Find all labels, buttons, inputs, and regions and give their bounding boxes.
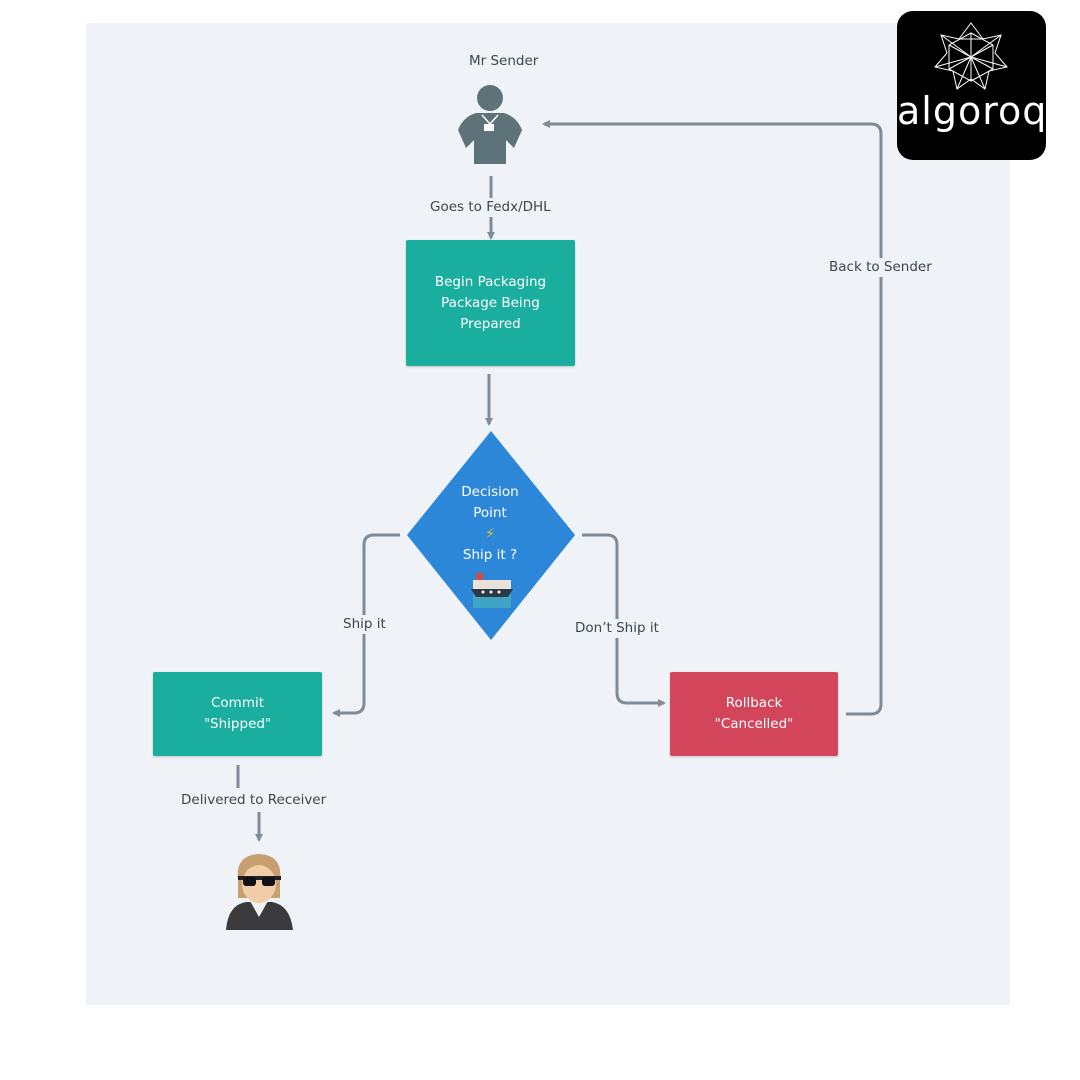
edge-label-back-to-sender: Back to Sender [826,258,935,277]
commit-node[interactable]: Commit "Shipped" [153,672,322,756]
packaging-line-2: Package Being [441,294,540,311]
lightning-icon: ⚡ [485,526,495,542]
rollback-node[interactable]: Rollback "Cancelled" [670,672,838,756]
algoroq-logo: algoroq [897,11,1046,160]
packaging-node[interactable]: Begin Packaging Package Being Prepared [406,240,575,366]
edge-label-dont-ship: Don’t Ship it [572,619,662,638]
edge-label-delivered: Delivered to Receiver [178,791,330,810]
ship-icon [471,573,513,608]
edge-back-to-sender [542,120,883,716]
receiver-icon [226,854,293,930]
edge-label-ship-it: Ship it [340,615,389,634]
person-sender-icon [458,85,522,164]
commit-line-2: "Shipped" [203,716,272,732]
rollback-line-2: "Cancelled" [714,716,794,732]
decision-label: Decision Point ⚡ Ship it ? [430,482,550,566]
commit-line-1: Commit [210,695,265,711]
decision-line-2: Point [473,505,507,521]
sender-label: Mr Sender [469,53,539,69]
decision-node [407,431,575,640]
rollback-line-1: Rollback [725,695,783,711]
star-polyhedron-icon [934,22,1008,90]
packaging-line-1: Begin Packaging [434,273,547,290]
decision-line-1: Decision [461,484,519,500]
edge-label-goes-to: Goes to Fedx/DHL [427,198,554,217]
logo-wordmark: algoroq [897,89,1048,133]
decision-line-4: Ship it ? [462,547,518,563]
packaging-line-3: Prepared [460,315,521,332]
edge-delivered [236,765,259,840]
